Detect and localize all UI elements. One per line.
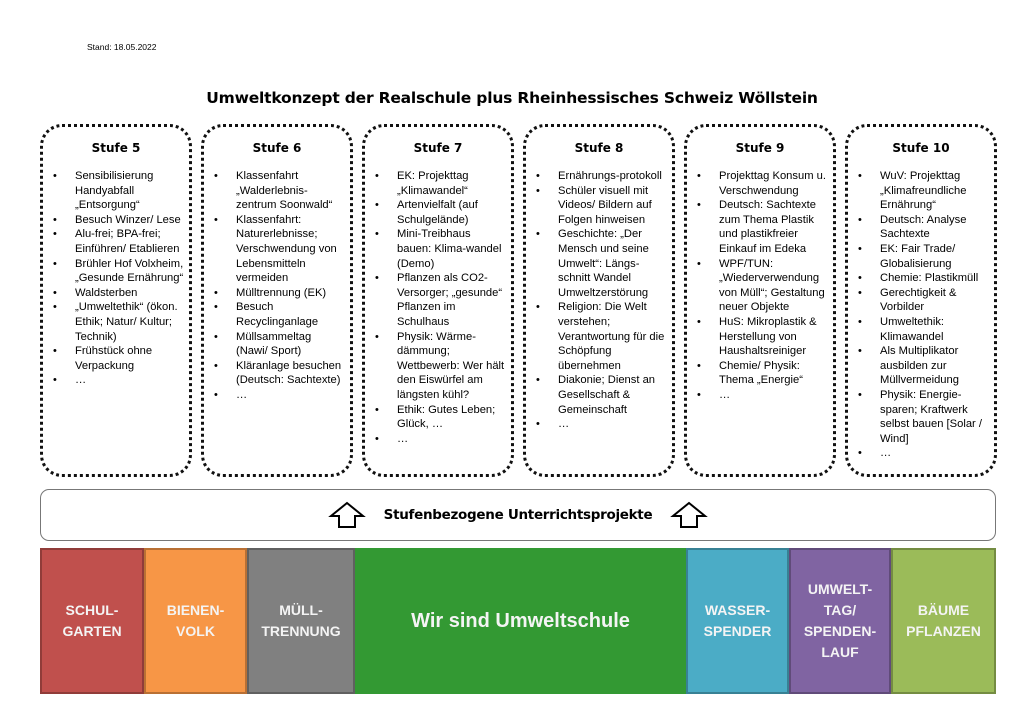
stufe-9-box: Stufe 9 Projekttag Konsum u. Verschwendu…: [684, 124, 836, 477]
page-title: Umweltkonzept der Realschule plus Rheinh…: [206, 89, 818, 107]
list-item: Mini-Treibhaus bauen: Klima-wandel (Demo…: [365, 227, 507, 271]
list-item: Chemie/ Physik: Thema „Energie“: [687, 359, 829, 388]
stufe-list: WuV: Projekttag „Klimafreundliche Ernähr…: [848, 169, 994, 461]
block-wasserspender: WASSER- SPENDER: [686, 548, 789, 694]
list-item: Waldsterben: [43, 286, 185, 301]
list-item: Mülltrennung (EK): [204, 286, 346, 301]
list-item: Ethik: Gutes Leben; Glück, …: [365, 403, 507, 432]
up-arrow-outline-icon: [670, 501, 709, 528]
stufe-7-box: Stufe 7 EK: Projekttag „Klimawandel“ Art…: [362, 124, 514, 477]
stufe-heading: Stufe 10: [892, 141, 950, 155]
stufe-list: Projekttag Konsum u. Verschwendung Deuts…: [687, 169, 833, 403]
stufe-list: Klassenfahrt „Walderlebnis-zentrum Soonw…: [204, 169, 350, 403]
list-item: Besuch Winzer/ Lese: [43, 213, 185, 228]
list-item: Müllsammeltag (Nawi/ Sport): [204, 330, 346, 359]
list-item: Projekttag Konsum u. Verschwendung: [687, 169, 829, 198]
project-blocks: SCHUL- GARTEN BIENEN- VOLK MÜLL- TRENNUN…: [40, 548, 996, 694]
list-item: Klassenfahrt „Walderlebnis-zentrum Soonw…: [204, 169, 346, 213]
unterrichtsprojekte-banner: Stufenbezogene Unterrichtsprojekte: [40, 489, 996, 541]
list-item: Diakonie; Dienst an Gesellschaft & Gemei…: [526, 373, 668, 417]
stufe-list: EK: Projekttag „Klimawandel“ Artenvielfa…: [365, 169, 511, 446]
list-item: …: [687, 388, 829, 403]
list-item: EK: Projekttag „Klimawandel“: [365, 169, 507, 198]
list-item: Alu-frei; BPA-frei; Einführen/ Etabliere…: [43, 227, 185, 256]
stufe-10-box: Stufe 10 WuV: Projekttag „Klimafreundlic…: [845, 124, 997, 477]
stufe-heading: Stufe 7: [413, 141, 463, 155]
list-item: Als Multiplikator ausbilden zur Müllverm…: [848, 344, 990, 388]
list-item: Physik: Wärme-dämmung; Wettbewerb: Wer h…: [365, 330, 507, 403]
list-item: …: [526, 417, 668, 432]
list-item: Religion: Die Welt verstehen; Verantwort…: [526, 300, 668, 373]
list-item: WuV: Projekttag „Klimafreundliche Ernähr…: [848, 169, 990, 213]
block-umweltschule: Wir sind Umweltschule: [355, 548, 686, 694]
list-item: Geschichte: „Der Mensch und seine Umwelt…: [526, 227, 668, 300]
list-item: Ernährungs-protokoll: [526, 169, 668, 184]
list-item: Artenvielfalt (auf Schulgelände): [365, 198, 507, 227]
list-item: Schüler visuell mit Videos/ Bildern auf …: [526, 184, 668, 228]
stufe-heading: Stufe 9: [735, 141, 785, 155]
block-umwelttag-spendenlauf: UMWELT- TAG/ SPENDEN- LAUF: [789, 548, 891, 694]
list-item: Pflanzen als CO2-Versorger; „gesunde“ Pf…: [365, 271, 507, 329]
stufe-6-box: Stufe 6 Klassenfahrt „Walderlebnis-zentr…: [201, 124, 353, 477]
list-item: Besuch Recyclinganlage: [204, 300, 346, 329]
list-item: HuS: Mikroplastik & Herstellung von Haus…: [687, 315, 829, 359]
list-item: Gerechtigkeit & Vorbilder: [848, 286, 990, 315]
list-item: Frühstück ohne Verpackung: [43, 344, 185, 373]
list-item: Umweltethik: Klimawandel: [848, 315, 990, 344]
block-baeume-pflanzen: BÄUME PFLANZEN: [891, 548, 996, 694]
stufe-8-box: Stufe 8 Ernährungs-protokoll Schüler vis…: [523, 124, 675, 477]
stufe-5-box: Stufe 5 Sensibilisierung Handyabfall „En…: [40, 124, 192, 477]
block-muelltrennung: MÜLL- TRENNUNG: [247, 548, 355, 694]
stand-date: Stand: 18.05.2022: [87, 42, 157, 52]
list-item: Brühler Hof Volxheim, „Gesunde Ernährung…: [43, 257, 185, 286]
stufe-heading: Stufe 5: [91, 141, 141, 155]
stufe-list: Sensibilisierung Handyabfall „Entsorgung…: [43, 169, 189, 388]
list-item: Deutsch: Sachtexte zum Thema Plastik und…: [687, 198, 829, 256]
list-item: Klassenfahrt: Naturerlebnisse; Verschwen…: [204, 213, 346, 286]
list-item: …: [43, 373, 185, 388]
list-item: „Umweltethik“ (ökon. Ethik; Natur/ Kultu…: [43, 300, 185, 344]
banner-text: Stufenbezogene Unterrichtsprojekte: [383, 507, 653, 523]
list-item: …: [204, 388, 346, 403]
list-item: Chemie: Plastikmüll: [848, 271, 990, 286]
up-arrow-outline-icon: [327, 501, 366, 528]
list-item: Sensibilisierung Handyabfall „Entsorgung…: [43, 169, 185, 213]
list-item: Deutsch: Analyse Sachtexte: [848, 213, 990, 242]
list-item: EK: Fair Trade/ Globalisierung: [848, 242, 990, 271]
block-schulgarten: SCHUL- GARTEN: [40, 548, 144, 694]
block-bienenvolk: BIENEN- VOLK: [144, 548, 247, 694]
stufe-list: Ernährungs-protokoll Schüler visuell mit…: [526, 169, 672, 432]
list-item: …: [848, 446, 990, 461]
list-item: Physik: Energie-sparen; Kraftwerk selbst…: [848, 388, 990, 446]
list-item: WPF/TUN: „Wiederverwendung von Müll“; Ge…: [687, 257, 829, 315]
list-item: …: [365, 432, 507, 447]
stufe-heading: Stufe 6: [252, 141, 302, 155]
list-item: Kläranlage besuchen (Deutsch: Sachtexte): [204, 359, 346, 388]
stufe-heading: Stufe 8: [574, 141, 624, 155]
